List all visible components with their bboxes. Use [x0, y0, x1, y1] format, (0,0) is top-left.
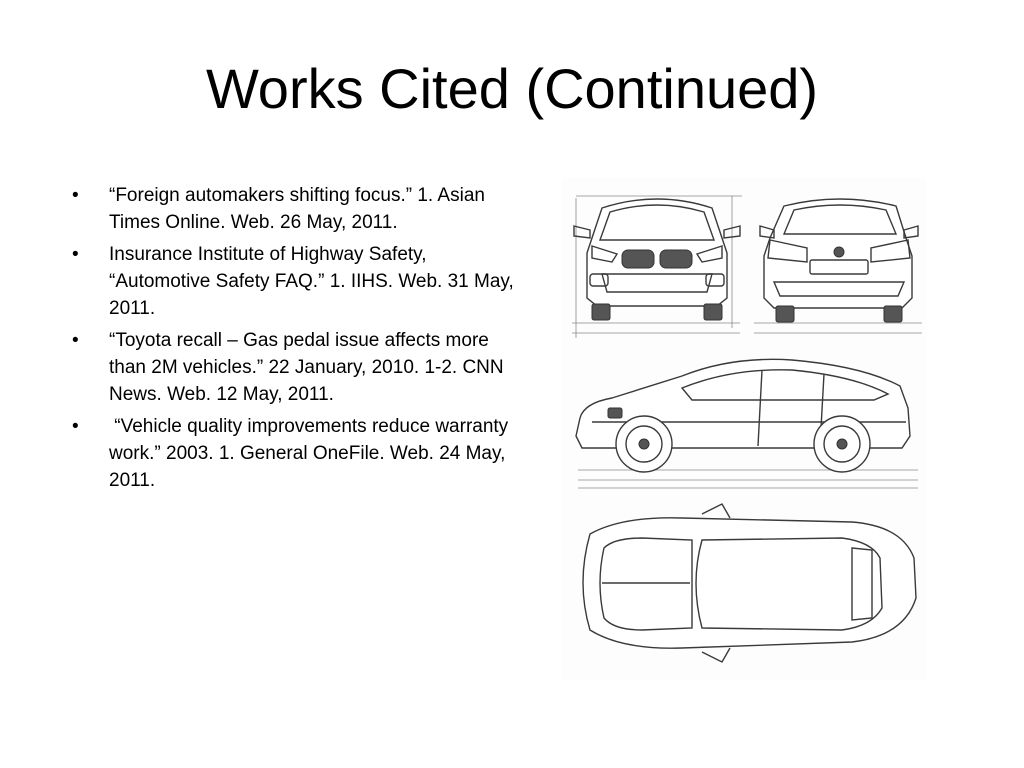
citation-item: • “Vehicle quality improvements reduce w…	[72, 413, 522, 494]
citation-item: • “Toyota recall – Gas pedal issue affec…	[72, 327, 522, 408]
citation-text: “Foreign automakers shifting focus.” 1. …	[109, 185, 485, 233]
bullet-icon: •	[72, 244, 79, 265]
car-blueprint-svg	[572, 195, 922, 663]
car-blueprint-image	[562, 178, 926, 680]
car-front-view	[572, 195, 742, 338]
car-rear-view	[754, 198, 922, 334]
bullet-icon: •	[72, 185, 79, 206]
bullet-icon: •	[72, 330, 79, 351]
citation-list: • “Foreign automakers shifting focus.” 1…	[72, 182, 522, 499]
citation-item: • Insurance Institute of Highway Safety,…	[72, 241, 522, 322]
citation-text: “Toyota recall – Gas pedal issue affects…	[109, 330, 504, 405]
slide-title: Works Cited (Continued)	[205, 57, 819, 120]
bullet-icon: •	[72, 416, 79, 437]
car-side-view	[575, 358, 918, 489]
citation-item: • “Foreign automakers shifting focus.” 1…	[72, 182, 522, 236]
citation-text: “Vehicle quality improvements reduce war…	[109, 416, 514, 491]
citation-text: Insurance Institute of Highway Safety, “…	[109, 244, 514, 319]
car-top-view	[582, 503, 917, 663]
